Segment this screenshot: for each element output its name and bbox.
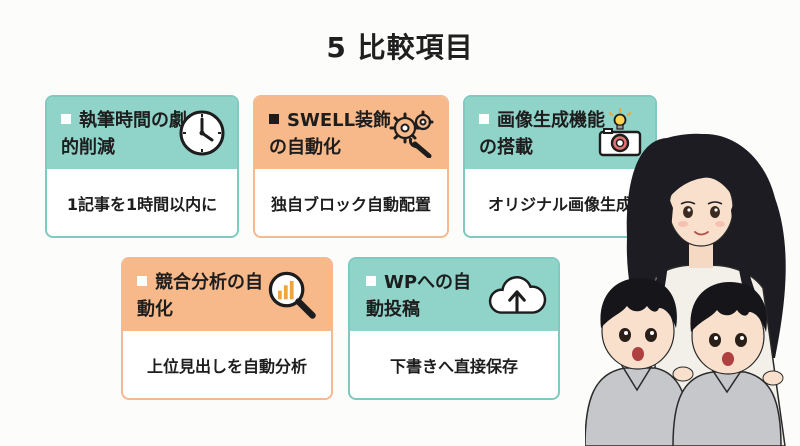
bullet-icon xyxy=(61,114,71,124)
card-image-generation: 画像生成機能の搭載 オリジナル画像生成 xyxy=(463,95,657,238)
bullet-icon xyxy=(137,276,147,286)
card-heading: SWELL装飾の自動化 xyxy=(269,110,392,158)
cloud-upload-icon xyxy=(488,276,547,314)
page-title: 5 比較項目 xyxy=(326,31,474,64)
card-description: オリジナル画像生成 xyxy=(487,194,632,214)
card-header: SWELL装飾の自動化 xyxy=(255,97,447,169)
card-description: 独自ブロック自動配置 xyxy=(270,194,431,214)
camera-bulb-icon xyxy=(598,108,642,157)
card-header: WPへの自動投稿 xyxy=(350,259,558,331)
bullet-icon xyxy=(269,114,279,124)
bullet-icon xyxy=(479,114,489,124)
card-heading: 執筆時間の劇的削減 xyxy=(61,110,187,158)
card-header: 画像生成機能の搭載 xyxy=(465,97,655,169)
card-writing-time: 執筆時間の劇的削減 1記事を1時間以内に xyxy=(45,95,239,238)
card-heading: 画像生成機能の搭載 xyxy=(479,110,605,158)
clock-icon xyxy=(179,110,225,156)
card-description: 1記事を1時間以内に xyxy=(66,194,218,214)
card-wp-posting: WPへの自動投稿 下書きへ直接保存 xyxy=(348,257,560,400)
woman-and-two-boys-illustration xyxy=(585,133,786,446)
card-header: 競合分析の自動化 xyxy=(123,259,331,331)
card-heading: 競合分析の自動化 xyxy=(137,272,263,320)
card-competitor-analysis: 競合分析の自動化 上位見出しを自動分析 xyxy=(121,257,333,400)
card-heading: WPへの自動投稿 xyxy=(366,272,472,320)
card-swell-decoration: SWELL装飾の自動化 独自ブロック自動配置 xyxy=(253,95,449,238)
gears-wrench-icon xyxy=(389,110,434,158)
card-description: 上位見出しを自動分析 xyxy=(146,356,307,376)
card-header: 執筆時間の劇的削減 xyxy=(47,97,237,169)
bullet-icon xyxy=(366,276,376,286)
card-description: 下書きへ直接保存 xyxy=(389,356,518,376)
magnifier-chart-icon xyxy=(268,271,316,319)
